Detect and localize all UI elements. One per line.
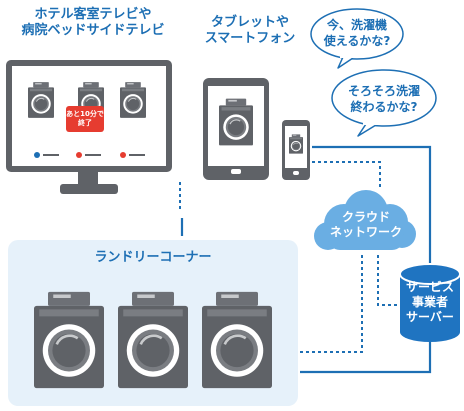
server-label-line1: サービス [405,280,454,294]
cloud-label-line2: ネットワーク [329,225,402,239]
server-label-line2: 事業者 [411,295,448,309]
speech-bubble-icon [331,69,437,137]
speech-bubble-1-line2: 使えるかな? [323,34,391,48]
speech-bubble-1-line1: 今、洗濯機 [326,18,387,32]
speech-bubble-icon [310,8,404,69]
washer-icon [202,290,272,390]
washer-icon [34,290,104,390]
smartphone [282,120,310,180]
washer-icon [118,290,188,390]
cloud-label-line1: クラウド [341,210,390,224]
speech-bubble-2-line2: 終わるかな? [350,100,418,114]
laundry-corner-title: ランドリーコーナー [94,250,212,265]
mobile-label-line2: スマートフォン [204,31,296,46]
mobile-label: タブレットや スマートフォン [200,15,300,47]
status-bar [43,154,59,156]
tv-label-line1: ホテル客室テレビや [34,7,152,22]
speech-bubble-2: そろそろ洗濯 終わるかな? [334,83,434,115]
washer-icon [120,82,146,118]
time-remaining-badge: あと10分で 終了 [66,106,104,132]
laundry-corner-panel: ランドリーコーナー [8,240,298,406]
cloud-label: クラウド ネットワーク [320,210,412,240]
washer-icon [219,98,253,146]
badge-line2: 終了 [78,119,92,127]
speech-bubble-2-line1: そろそろ洗濯 [347,84,420,98]
speech-bubble-1: 今、洗濯機 使えるかな? [311,17,403,49]
phone-screen [285,126,307,168]
status-bar [129,154,145,156]
mobile-label-line1: タブレットや [210,15,289,30]
server-label-line3: サーバー [406,310,454,324]
tv-monitor [6,60,172,172]
tv-label: ホテル客室テレビや 病院ベッドサイドテレビ [18,7,168,39]
phone-home-button [293,171,299,175]
status-dot-busy [120,152,126,158]
status-dot-available [34,152,40,158]
washer-icon [28,82,54,118]
washer-icon [289,134,303,154]
tablet-screen [208,86,264,166]
cloud-icon [314,190,416,250]
badge-line1: あと10分で [66,110,104,118]
tablet-home-button [231,169,241,174]
tv-stand-neck [78,172,98,184]
tv-label-line2: 病院ベッドサイドテレビ [21,23,165,38]
server-label: サービス 事業者 サーバー [398,280,462,325]
database-cylinder-icon [399,263,461,342]
tv-stand-base [60,184,118,194]
status-dot-busy [76,152,82,158]
tablet [203,78,269,180]
status-bar [85,154,101,156]
